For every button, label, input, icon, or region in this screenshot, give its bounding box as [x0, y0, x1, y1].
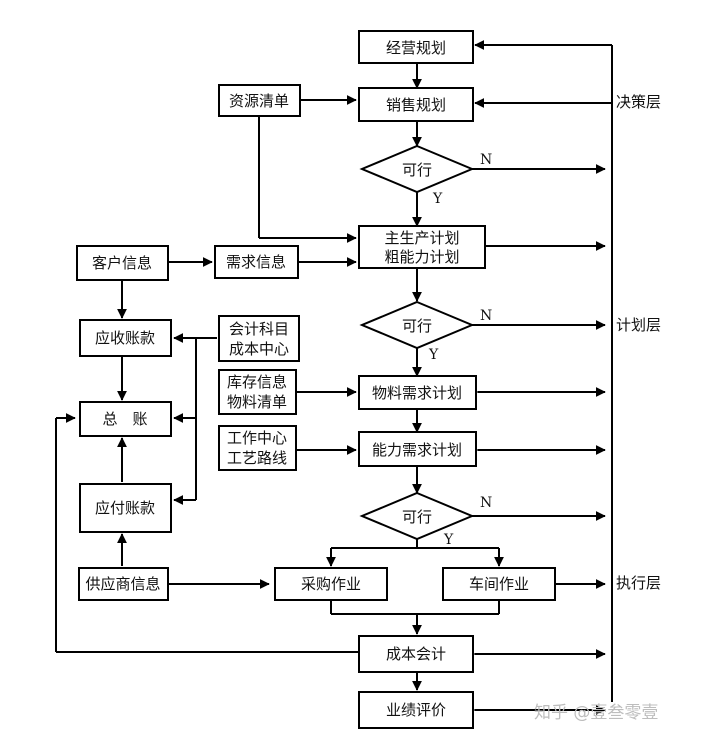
branch-label-n3: N: [480, 495, 492, 511]
workcenter-line2-label: 工艺路线: [227, 449, 287, 467]
workshop-box: 车间作业: [442, 567, 556, 601]
cost-accounting-label: 成本会计: [386, 645, 446, 663]
demand-info-label: 需求信息: [226, 253, 286, 271]
cost-accounting-box: 成本会计: [358, 635, 474, 673]
feasible-decision-1: 可行: [359, 144, 475, 194]
workcenter-line1-label: 工作中心: [227, 429, 287, 447]
layer-label-planning: 计划层: [616, 316, 661, 334]
branch-label-y2: Y: [428, 347, 439, 363]
accounting-line1-label: 会计科目: [229, 320, 289, 338]
performance-eval-label: 业绩评价: [386, 701, 446, 719]
sales-planning-box: 销售规划: [358, 87, 474, 122]
resource-list-box: 资源清单: [218, 84, 301, 117]
accounts-payable-label: 应付账款: [95, 499, 155, 517]
general-ledger-label: 总 账: [102, 410, 147, 428]
feasible-3-label: 可行: [402, 508, 432, 526]
inventory-line2-label: 物料清单: [227, 393, 287, 411]
purchasing-box: 采购作业: [274, 567, 388, 601]
layer-label-execution: 执行层: [616, 574, 661, 592]
customer-info-label: 客户信息: [92, 254, 152, 272]
accounts-receivable-label: 应收账款: [95, 329, 155, 347]
accounting-line2-label: 成本中心: [229, 340, 289, 358]
business-planning-box: 经营规划: [358, 30, 474, 64]
inventory-info-box: 库存信息 物料清单: [218, 369, 297, 415]
branch-label-y3: Y: [443, 532, 454, 548]
performance-eval-box: 业绩评价: [358, 691, 474, 729]
crp-box: 能力需求计划: [358, 431, 477, 467]
feasible-2-label: 可行: [402, 317, 432, 335]
layer-label-decision: 决策层: [616, 93, 661, 111]
branch-label-y1: Y: [432, 191, 443, 207]
mrp-box: 物料需求计划: [358, 375, 477, 410]
crp-label: 能力需求计划: [372, 441, 462, 459]
master-production-plan-box: 主生产计划 粗能力计划: [358, 225, 486, 269]
connectors: [55, 40, 613, 715]
accounts-receivable-box: 应收账款: [79, 319, 172, 357]
accounts-payable-box: 应付账款: [79, 483, 172, 533]
supplier-info-box: 供应商信息: [78, 567, 169, 601]
customer-info-box: 客户信息: [76, 245, 169, 281]
feasible-decision-3: 可行: [359, 491, 475, 541]
accounting-subject-box: 会计科目 成本中心: [218, 315, 300, 362]
business-planning-label: 经营规划: [386, 39, 446, 57]
mrp-label: 物料需求计划: [372, 384, 462, 402]
resource-list-label: 资源清单: [229, 92, 289, 110]
work-center-box: 工作中心 工艺路线: [218, 425, 297, 471]
workshop-label: 车间作业: [469, 575, 529, 593]
branch-label-n1: N: [480, 152, 492, 168]
supplier-info-label: 供应商信息: [85, 575, 160, 593]
purchasing-label: 采购作业: [301, 575, 361, 593]
feasible-decision-2: 可行: [359, 300, 475, 350]
mps-line1-label: 主生产计划: [384, 229, 459, 247]
inventory-line1-label: 库存信息: [227, 373, 287, 391]
demand-info-box: 需求信息: [214, 245, 299, 279]
mps-line2-label: 粗能力计划: [384, 248, 459, 266]
feasible-1-label: 可行: [402, 161, 432, 179]
branch-label-n2: N: [480, 308, 492, 324]
watermark: 知乎 @壹叁零壹: [534, 703, 658, 723]
sales-planning-label: 销售规划: [386, 96, 446, 114]
general-ledger-box: 总 账: [79, 401, 172, 437]
